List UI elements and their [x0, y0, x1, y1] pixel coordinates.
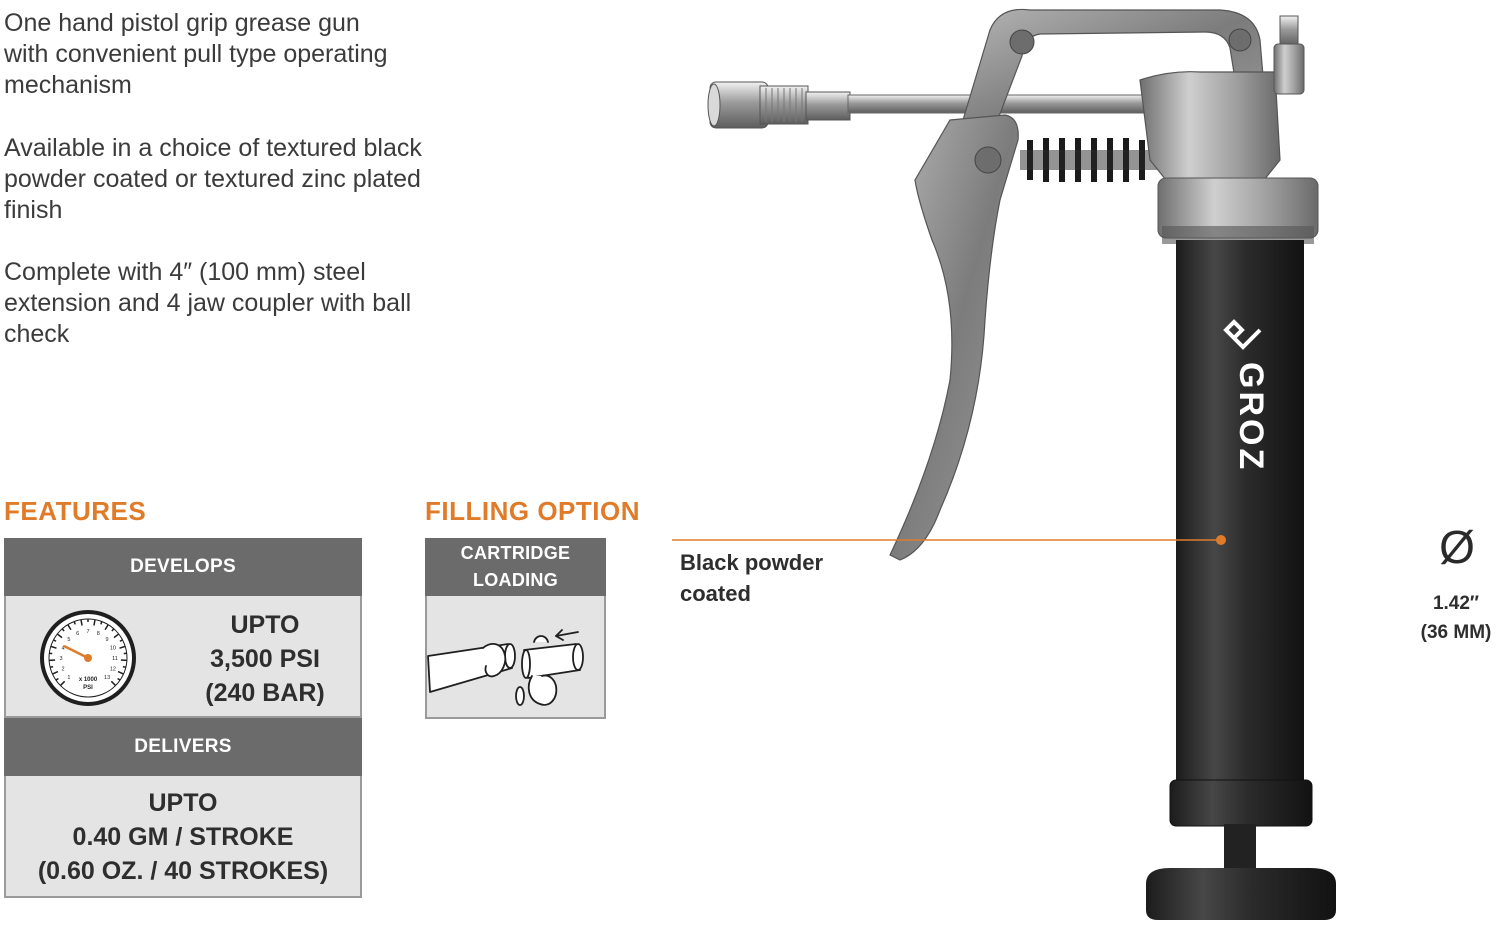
finish-callout-text: Black powder coated [680, 550, 824, 606]
diameter-value: 1.42″ (36 MM) [1420, 593, 1492, 643]
description-paragraph-3: Complete with 4″ (100 mm) steel extensio… [4, 258, 412, 348]
gauge-tick-label: 4 [62, 646, 65, 652]
gauge-tick [55, 677, 59, 681]
gauge-tick [50, 645, 57, 649]
gauge-tick-label: 12 [110, 666, 116, 672]
gauge-tick [80, 619, 83, 626]
gauge-tick-label: 9 [106, 637, 109, 643]
gauge-tick [113, 633, 120, 639]
gauge-tick [53, 639, 57, 642]
gauge-tick-label: 8 [97, 631, 100, 637]
gauge-tick [117, 670, 124, 675]
gauge-tick [119, 639, 123, 642]
filling-option-heading: FILLING OPTION [425, 496, 640, 526]
grease-gun-image: GROZ [707, 8, 1336, 920]
gauge-unit-psi: PSI [83, 685, 93, 691]
gauge-tick [111, 628, 115, 632]
gauge-tick [100, 621, 103, 625]
gauge-tick [104, 624, 109, 631]
gauge-tick [56, 633, 63, 639]
gauge-tick [49, 665, 54, 669]
description-paragraph-1: One hand pistol grip grease gun with con… [4, 9, 388, 99]
cartridge-loading-header: CARTRIDGE LOADING [425, 538, 606, 596]
gauge-tick [122, 665, 127, 669]
gauge-tick [119, 645, 126, 649]
groz-logo [1223, 319, 1262, 350]
develops-value: UPTO 3,500 PSI (240 BAR) [205, 611, 325, 707]
gauge-tick-label: 1 [67, 675, 70, 681]
delivers-header: DELIVERS [4, 718, 362, 776]
develops-header: DEVELOPS [4, 538, 362, 596]
gauge-tick-label: 5 [67, 637, 70, 643]
gauge-tick-label: 11 [112, 656, 118, 662]
description-paragraph-2: Available in a choice of textured black … [4, 134, 422, 224]
gauge-tick-label: 6 [76, 631, 79, 637]
gauge-tick [59, 680, 66, 687]
gauge-tick-label: 3 [59, 656, 62, 662]
gauge-tick [52, 670, 59, 675]
delivers-value: UPTO 0.40 GM / STROKE (0.60 OZ. / 40 STR… [37, 789, 329, 885]
delivers-panel [4, 776, 362, 898]
brand-label: GROZ [1232, 362, 1270, 472]
gauge-tick [117, 677, 121, 681]
diameter-icon: Ø [1439, 521, 1475, 573]
gauge-tick-label: 13 [104, 675, 110, 681]
cartridge-loading-illustration [427, 629, 584, 706]
gauge-tick-label: 7 [86, 629, 89, 635]
gauge-tick [61, 628, 65, 632]
gauge-tick [93, 619, 96, 626]
gauge-tick-label: 10 [110, 646, 116, 652]
gauge-tick [67, 624, 72, 631]
callout-line [672, 535, 1226, 545]
gauge-unit: x 1000 [79, 677, 98, 683]
features-heading: FEATURES [4, 496, 147, 526]
gauge-tick-label: 2 [62, 666, 65, 672]
gauge-tick [73, 621, 76, 625]
gauge-tick [110, 680, 117, 687]
